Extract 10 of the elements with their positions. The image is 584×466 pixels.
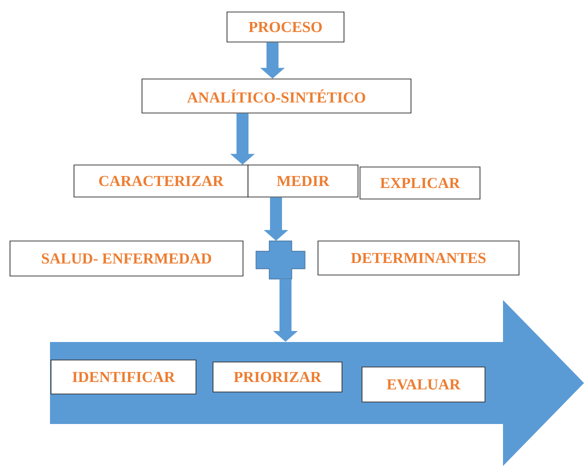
text-box: EXPLICAR [360, 166, 480, 200]
text-box: MEDIR [248, 164, 358, 198]
text-box: EVALUAR [362, 366, 486, 402]
text-box: CARACTERIZAR [74, 164, 248, 198]
text-box: SALUD- ENFERMEDAD [10, 240, 244, 276]
text-box: PROCESO [226, 12, 344, 42]
text-box: DETERMINANTES [318, 240, 520, 276]
text-box: IDENTIFICAR [50, 360, 196, 394]
text-box: ANALÍTICO-SINTÉTICO [142, 78, 412, 114]
text-box: PRIORIZAR [212, 362, 342, 392]
